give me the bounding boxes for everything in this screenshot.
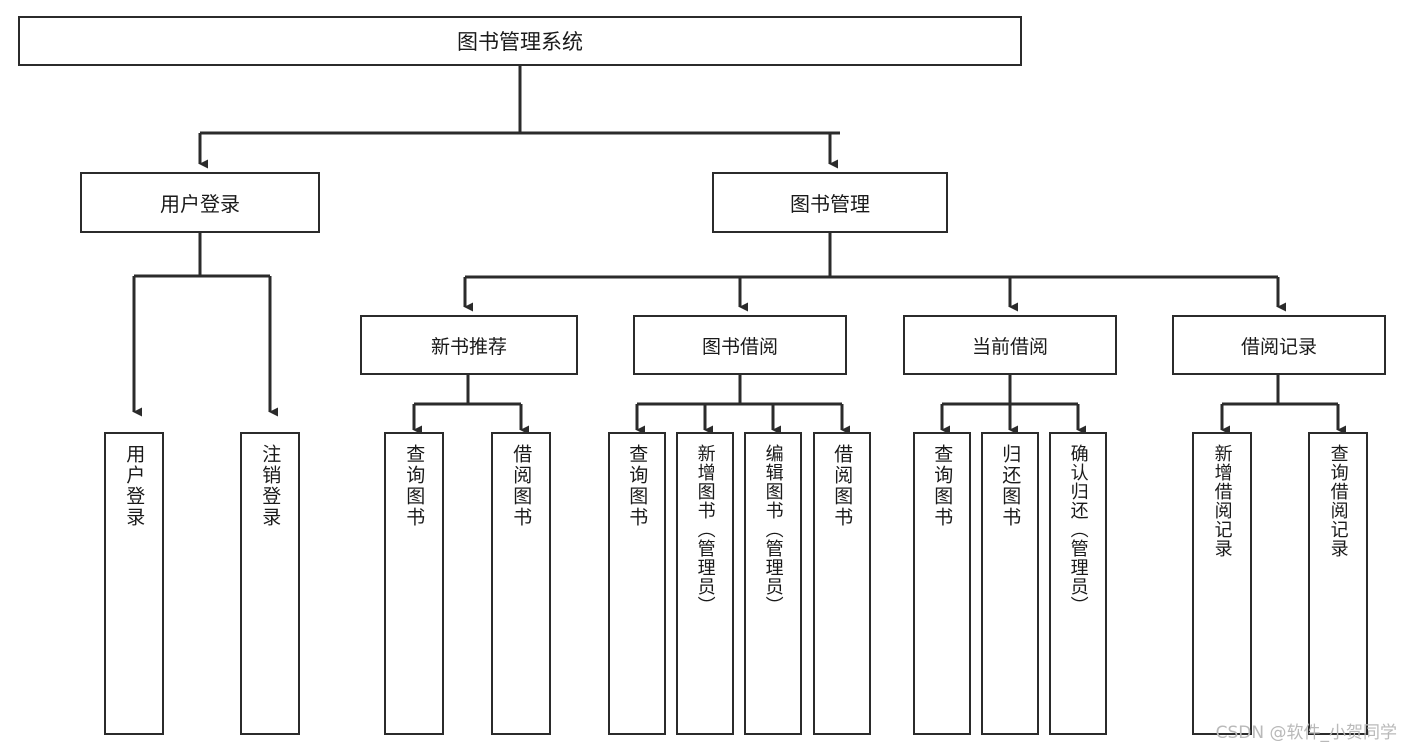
node-label: 借阅图书 bbox=[510, 444, 533, 528]
node-label: 查询图书 bbox=[403, 444, 426, 528]
node-label: 借阅记录 bbox=[1240, 335, 1317, 358]
node-label: 图书管理 bbox=[790, 192, 870, 216]
leaf-query-book-borrow[interactable]: 查询图书 bbox=[608, 432, 666, 735]
node-label: 借阅图书 bbox=[831, 444, 854, 528]
leaf-user-login[interactable]: 用户登录 bbox=[104, 432, 164, 735]
node-label: 图书借阅 bbox=[701, 335, 778, 358]
leaf-query-borrow-record[interactable]: 查询借阅记录 bbox=[1308, 432, 1368, 735]
node-book-management[interactable]: 图书管理 bbox=[712, 172, 948, 233]
node-label: 新增借阅记录 bbox=[1211, 444, 1233, 558]
node-label: 确认归还（管理员） bbox=[1067, 444, 1089, 615]
node-label: 新书推荐 bbox=[430, 335, 507, 358]
leaf-confirm-return-admin[interactable]: 确认归还（管理员） bbox=[1049, 432, 1107, 735]
leaf-query-book-recommend[interactable]: 查询图书 bbox=[384, 432, 444, 735]
leaf-borrow-book[interactable]: 借阅图书 bbox=[813, 432, 871, 735]
node-root-system[interactable]: 图书管理系统 bbox=[18, 16, 1022, 66]
node-label: 查询借阅记录 bbox=[1327, 444, 1349, 558]
leaf-return-book[interactable]: 归还图书 bbox=[981, 432, 1039, 735]
node-label: 当前借阅 bbox=[971, 335, 1048, 358]
node-book-borrow[interactable]: 图书借阅 bbox=[633, 315, 847, 375]
node-user-login[interactable]: 用户登录 bbox=[80, 172, 320, 233]
node-label: 新增图书（管理员） bbox=[694, 444, 716, 615]
leaf-add-borrow-record[interactable]: 新增借阅记录 bbox=[1192, 432, 1252, 735]
node-current-borrow[interactable]: 当前借阅 bbox=[903, 315, 1117, 375]
node-label: 用户登录 bbox=[123, 444, 146, 528]
leaf-add-book-admin[interactable]: 新增图书（管理员） bbox=[676, 432, 734, 735]
node-new-book-recommend[interactable]: 新书推荐 bbox=[360, 315, 578, 375]
node-label: 注销登录 bbox=[259, 444, 282, 528]
node-label: 编辑图书（管理员） bbox=[762, 444, 784, 615]
node-label: 查询图书 bbox=[626, 444, 649, 528]
leaf-query-book-current[interactable]: 查询图书 bbox=[913, 432, 971, 735]
node-label: 用户登录 bbox=[160, 192, 240, 216]
leaf-borrow-book-recommend[interactable]: 借阅图书 bbox=[491, 432, 551, 735]
node-label: 查询图书 bbox=[931, 444, 954, 528]
node-label: 图书管理系统 bbox=[457, 30, 583, 54]
leaf-edit-book-admin[interactable]: 编辑图书（管理员） bbox=[744, 432, 802, 735]
leaf-logout[interactable]: 注销登录 bbox=[240, 432, 300, 735]
node-label: 归还图书 bbox=[999, 444, 1022, 528]
node-borrow-record[interactable]: 借阅记录 bbox=[1172, 315, 1386, 375]
